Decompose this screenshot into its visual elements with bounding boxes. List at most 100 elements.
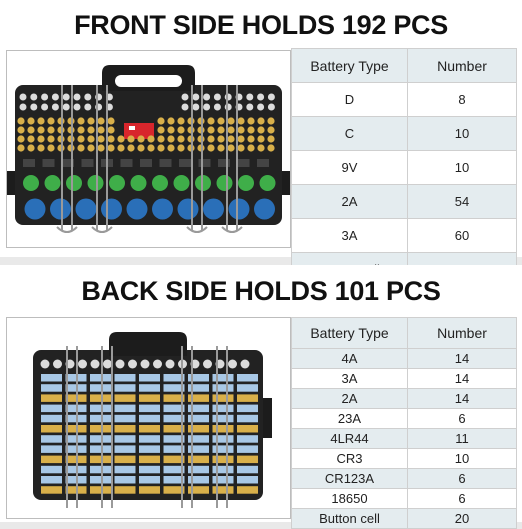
battery-cell: [188, 374, 209, 382]
battery-cell: [114, 384, 136, 392]
battery-type-cell: CR123A: [291, 468, 408, 489]
case-latch: [262, 398, 272, 438]
battery-cell: [237, 394, 258, 402]
battery-cell: [247, 126, 255, 134]
front-side-panel: FRONT SIDE HOLDS 192 PCS Batter: [0, 0, 522, 287]
battery-type-cell: 23A: [291, 408, 408, 429]
battery-cell: [127, 144, 135, 152]
battery-type-cell: Button cell: [291, 508, 408, 529]
battery-cell: [217, 117, 225, 125]
battery-cell: [177, 126, 185, 134]
battery-cell: [62, 93, 70, 101]
battery-cell: [237, 384, 258, 392]
battery-cell: [117, 135, 125, 143]
battery-cell: [165, 359, 175, 369]
battery-cell: [177, 144, 185, 152]
battery-cell: [107, 126, 115, 134]
battery-cell: [73, 103, 81, 111]
battery-type-cell: 2A: [291, 388, 408, 409]
front-battery-case-illustration: [7, 65, 290, 233]
battery-cell: [17, 135, 25, 143]
battery-cell: [139, 476, 160, 484]
battery-cell: [163, 445, 185, 453]
battery-cell: [41, 455, 62, 464]
battery-cell: [157, 144, 165, 152]
back-product-image: [6, 317, 291, 519]
battery-cell: [237, 465, 258, 474]
battery-cell: [27, 144, 35, 152]
battery-cell: [188, 414, 209, 423]
case-latch: [282, 171, 290, 195]
battery-cell: [237, 455, 258, 464]
battery-cell: [159, 159, 172, 167]
battery-cell: [103, 359, 112, 369]
battery-cell: [257, 159, 269, 167]
battery-cell: [203, 93, 211, 101]
battery-type-cell: CR3: [291, 448, 408, 469]
battery-cell: [17, 126, 25, 134]
number-cell: 6: [407, 408, 517, 429]
battery-cell: [157, 126, 165, 134]
battery-cell: [147, 144, 155, 152]
battery-cell: [53, 359, 62, 369]
battery-cell: [188, 435, 209, 443]
battery-cell: [224, 93, 232, 101]
battery-cell: [90, 486, 111, 494]
battery-cell: [140, 359, 150, 369]
battery-cell: [237, 374, 258, 382]
battery-cell: [237, 445, 258, 453]
battery-cell: [23, 159, 35, 167]
battery-cell: [114, 374, 136, 382]
battery-cell: [163, 435, 185, 443]
battery-cell: [139, 414, 160, 423]
battery-cell: [267, 117, 275, 125]
battery-cell: [41, 374, 62, 382]
battery-cell: [237, 486, 258, 494]
battery-cell: [237, 144, 245, 152]
battery-cell: [47, 135, 55, 143]
battery-cell: [44, 175, 61, 191]
battery-cell: [212, 465, 234, 474]
battery-cell: [139, 425, 160, 433]
battery-cell: [247, 117, 255, 125]
number-cell: 10: [407, 150, 517, 185]
battery-cell: [212, 394, 234, 402]
battery-cell: [177, 135, 185, 143]
battery-cell: [254, 198, 275, 220]
battery-cell: [152, 198, 173, 220]
battery-cell: [217, 144, 225, 152]
battery-cell: [188, 476, 209, 484]
battery-cell: [90, 374, 111, 382]
battery-cell: [246, 93, 254, 101]
battery-cell: [27, 135, 35, 143]
battery-cell: [37, 117, 45, 125]
battery-cell: [101, 198, 122, 220]
battery-cell: [157, 135, 165, 143]
battery-cell: [115, 359, 125, 369]
battery-cell: [47, 117, 55, 125]
battery-cell: [90, 384, 111, 392]
battery-cell: [257, 117, 265, 125]
battery-cell: [90, 465, 111, 474]
battery-cell: [97, 126, 105, 134]
battery-cell: [177, 117, 185, 125]
battery-cell: [203, 198, 224, 220]
battery-cell: [216, 175, 233, 191]
battery-cell: [212, 404, 234, 413]
battery-cell: [42, 159, 55, 167]
number-cell: 20: [407, 508, 517, 529]
battery-cell: [84, 93, 92, 101]
battery-cell: [212, 445, 234, 453]
battery-cell: [237, 117, 245, 125]
battery-cell: [212, 476, 234, 484]
column-header-battery-type: Battery Type: [291, 48, 408, 83]
battery-cell: [267, 103, 275, 111]
battery-cell: [114, 455, 136, 464]
battery-cell: [188, 455, 209, 464]
battery-cell: [62, 159, 74, 167]
battery-cell: [163, 414, 185, 423]
battery-cell: [163, 465, 185, 474]
